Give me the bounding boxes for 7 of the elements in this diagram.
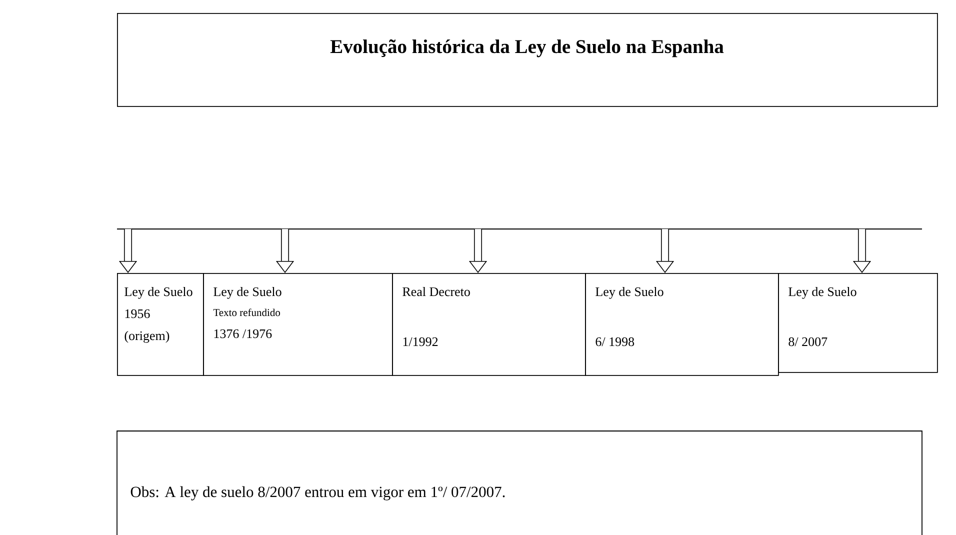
title-box: Evolução histórica da Ley de Suelo na Espanha <box>117 13 938 107</box>
note-box: Obs: A ley de suelo 8/2007 entrou em vigor em 1º/ 07/2007. <box>116 430 922 535</box>
law-box: Ley de Suelo 6/ 1998 <box>585 273 779 376</box>
law-box: Ley de Suelo Texto refundido 1376 /1976 <box>203 273 393 376</box>
law-box: Ley de Suelo 8/ 2007 <box>778 273 938 373</box>
law-box: Real Decreto 1/1992 <box>392 273 586 376</box>
law-box: Ley de Suelo 1956 (origem) <box>117 273 204 376</box>
